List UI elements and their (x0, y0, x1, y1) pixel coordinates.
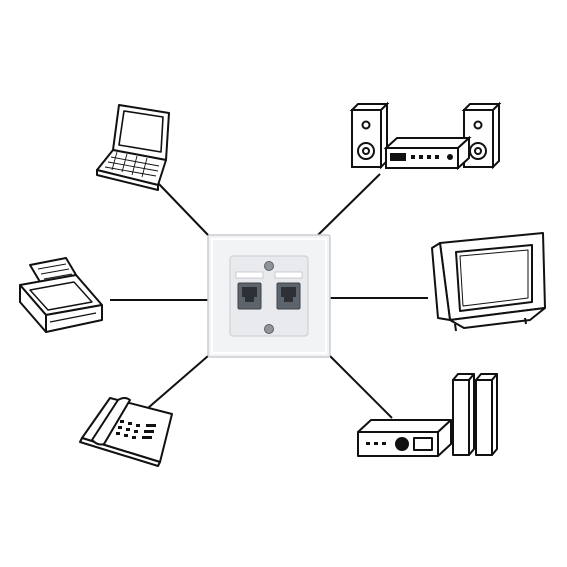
stereo-system-icon (349, 101, 502, 171)
telephone-icon (79, 397, 173, 467)
connector-laptop (157, 182, 209, 236)
connectors (110, 173, 428, 419)
printer-icon (19, 257, 103, 333)
media-player-speakers-icon (357, 373, 498, 457)
ethernet-wall-socket-icon (207, 234, 331, 358)
connector-telephone (147, 355, 209, 409)
connector-stereo (317, 173, 381, 236)
connector-media-player (329, 355, 393, 419)
laptop-icon (96, 104, 170, 191)
television-icon (431, 232, 546, 332)
